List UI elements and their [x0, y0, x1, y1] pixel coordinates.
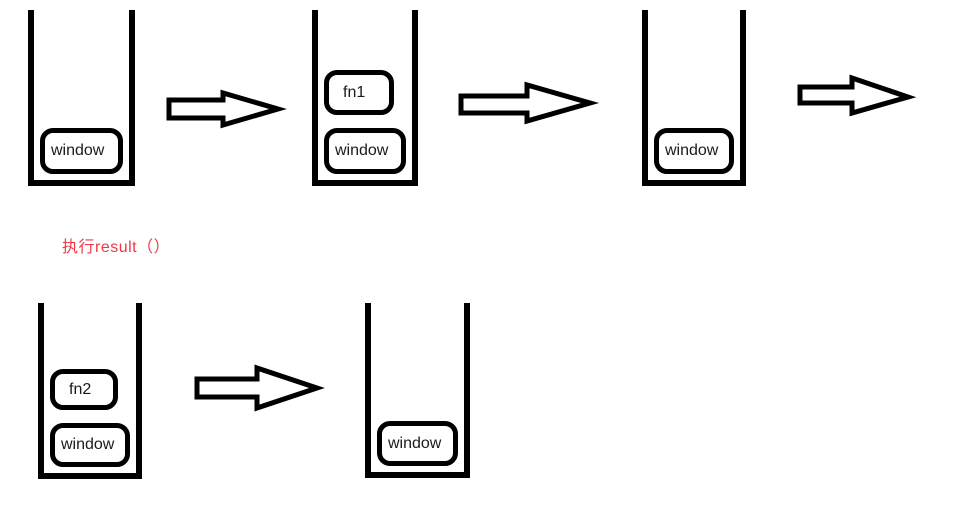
- stack-frame-window: window: [324, 128, 406, 174]
- block-arrow-right-icon: [166, 89, 287, 129]
- call-stack-bottom-2: window: [365, 303, 470, 478]
- stack-frame-label: fn2: [69, 380, 92, 398]
- call-stack-bottom-1: fn2 window: [38, 303, 142, 479]
- call-stack-top-3: window: [642, 10, 746, 186]
- stack-frame-label: window: [51, 142, 105, 159]
- stack-frame-window: window: [40, 128, 123, 174]
- stack-frame-label: window: [61, 436, 115, 453]
- stack-frame-label: fn1: [343, 83, 366, 101]
- stack-frame-label: window: [388, 434, 442, 452]
- stack-frame-window: window: [654, 128, 734, 174]
- stack-frame-label: window: [665, 142, 719, 159]
- block-arrow-right-icon: [458, 81, 600, 125]
- call-stack-top-2: fn1 window: [312, 10, 418, 186]
- stack-frame-window: window: [377, 421, 458, 466]
- block-arrow-right-icon: [797, 74, 917, 117]
- call-stack-top-1: window: [28, 10, 135, 186]
- stack-frame-window: window: [50, 423, 130, 467]
- stack-frame-fn1: fn1: [324, 70, 394, 115]
- stack-frame-label: window: [335, 142, 389, 159]
- block-arrow-right-icon: [194, 364, 325, 412]
- caption-execute-result: 执行result（）: [62, 239, 171, 256]
- stack-frame-fn2: fn2: [50, 369, 118, 410]
